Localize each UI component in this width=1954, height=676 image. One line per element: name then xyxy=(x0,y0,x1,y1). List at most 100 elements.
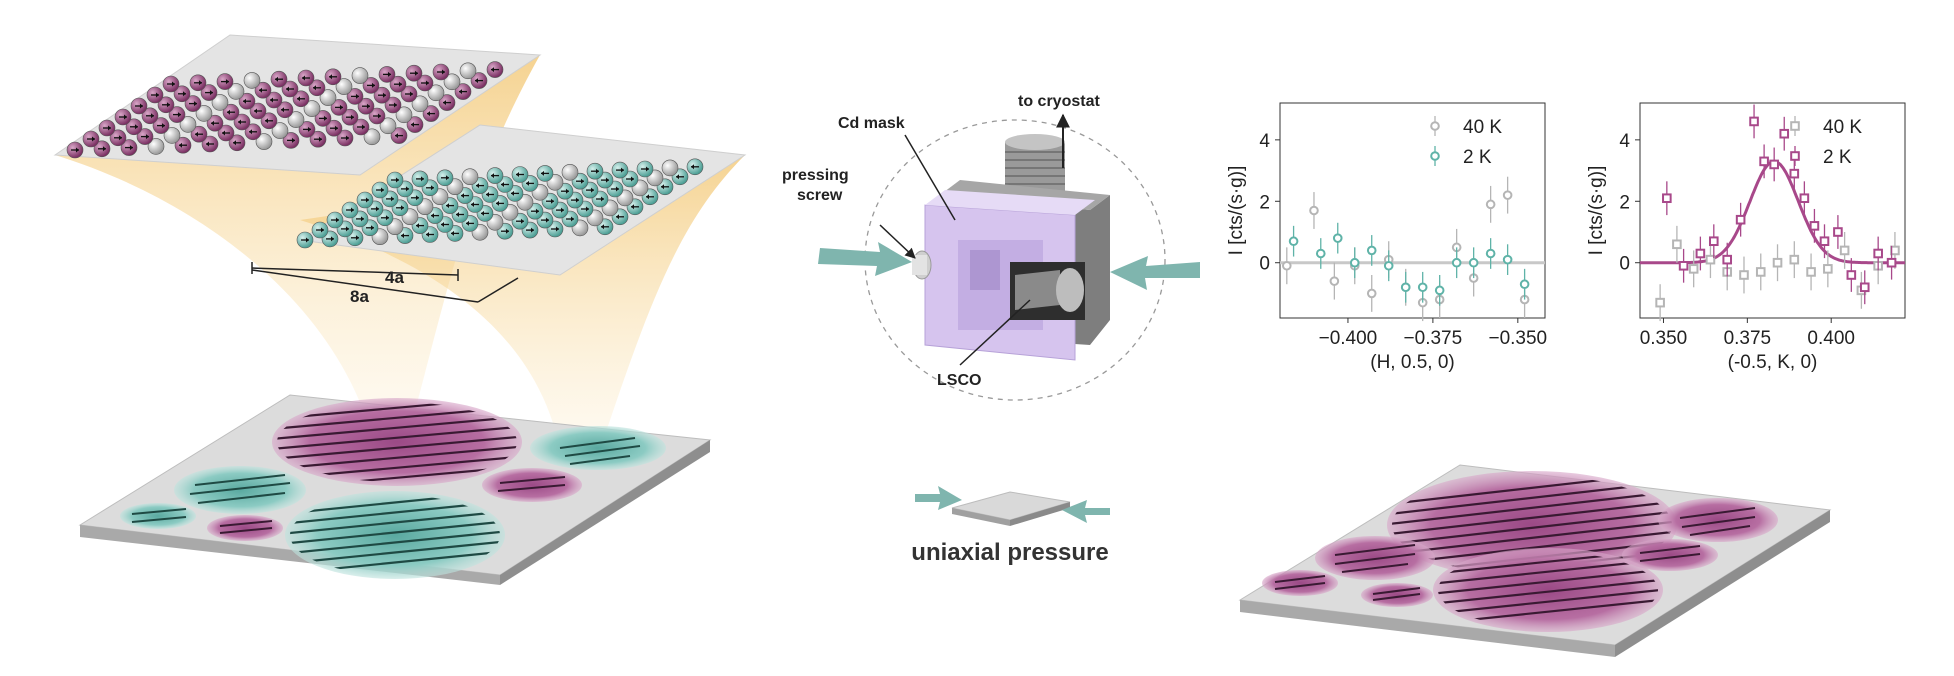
data-point xyxy=(1468,257,1479,268)
data-point xyxy=(1332,233,1343,243)
lattice-hole xyxy=(411,95,429,113)
spin-arrowhead xyxy=(179,142,182,148)
spin-arrowhead xyxy=(130,145,133,151)
legend-marker xyxy=(1430,121,1440,131)
x-axis-label: (H, 0.5, 0) xyxy=(1370,352,1454,373)
data-point xyxy=(1859,282,1870,293)
legend-marker xyxy=(1430,151,1440,161)
spin-arrowhead xyxy=(581,178,584,184)
y-tick-label: 4 xyxy=(1619,131,1630,152)
spin-arrowhead xyxy=(416,223,419,229)
pressure-arrow-left xyxy=(818,242,912,276)
spin-arrowhead xyxy=(661,184,664,190)
data-point xyxy=(1873,248,1883,259)
spin-arrowhead xyxy=(367,103,370,109)
lattice-hole xyxy=(195,105,213,122)
lattice-hole xyxy=(461,168,479,185)
spin-arrowhead xyxy=(496,200,499,206)
data-point xyxy=(1809,221,1820,231)
dimension-8a xyxy=(251,269,519,303)
y-tick-label: 4 xyxy=(1259,131,1270,152)
domain-r-tiny xyxy=(1361,583,1433,607)
spin-arrowhead xyxy=(491,67,494,73)
spin-arrowhead xyxy=(446,175,449,181)
data-point xyxy=(1749,116,1759,127)
spin-arrowhead xyxy=(394,102,397,108)
data-point xyxy=(1502,254,1513,265)
spin-arrowhead xyxy=(249,129,252,135)
label-4a: 4a xyxy=(385,268,404,287)
spin-arrowhead xyxy=(275,76,278,82)
domain-r-large xyxy=(1387,471,1677,579)
spin-arrowhead xyxy=(292,137,295,143)
spin-arrowhead xyxy=(206,141,209,147)
spin-arrowhead xyxy=(476,183,479,189)
spin-arrowhead xyxy=(501,182,504,187)
legend-label: 40 K xyxy=(1823,117,1862,138)
spin-arrowhead xyxy=(401,233,404,239)
spin-arrowhead xyxy=(446,203,449,209)
spin-arrowhead xyxy=(556,226,559,232)
domain-r-small-left xyxy=(1262,570,1338,596)
spin-arrowhead xyxy=(361,216,364,222)
leader-cd-mask xyxy=(904,134,956,221)
x-axis-label: (-0.5, K, 0) xyxy=(1728,352,1818,373)
data-point xyxy=(1833,227,1843,237)
sample-plate-right xyxy=(1238,464,1832,657)
spin-arrowhead xyxy=(441,222,444,227)
spin-arrowhead xyxy=(646,166,649,172)
spin-arrowhead xyxy=(475,78,478,84)
spin-arrowhead xyxy=(243,98,246,104)
x-tick-label: −0.375 xyxy=(1404,328,1463,349)
lattice-hole xyxy=(661,159,679,177)
apparatus: to cryostat Cd mask pressing screw LSCO xyxy=(782,93,1200,401)
data-point xyxy=(1655,297,1665,308)
spin-arrowhead xyxy=(601,224,604,230)
data-point xyxy=(1502,190,1513,200)
spin-arrowhead xyxy=(536,208,539,214)
data-point xyxy=(1789,254,1800,265)
data-point xyxy=(1722,254,1733,265)
legend-label: 2 K xyxy=(1463,147,1492,168)
legend-marker xyxy=(1790,151,1800,161)
spin-arrowhead xyxy=(395,133,398,139)
lattice-hole xyxy=(211,94,229,111)
spin-arrowhead xyxy=(396,177,399,183)
y-tick-label: 2 xyxy=(1259,192,1270,213)
spin-arrowhead xyxy=(183,91,186,97)
spin-arrowhead xyxy=(210,90,213,96)
spin-arrowhead xyxy=(172,81,175,87)
data-point xyxy=(1839,245,1850,256)
lattice-hole xyxy=(163,127,181,144)
spin-arrowhead xyxy=(391,196,394,202)
spin-arrowhead xyxy=(362,124,365,130)
data-point xyxy=(1383,260,1394,271)
spin-arrowhead xyxy=(135,124,138,130)
data-point xyxy=(1329,276,1340,286)
spin-arrowhead xyxy=(691,164,694,170)
data-point xyxy=(1708,236,1719,247)
spin-arrowhead xyxy=(124,114,127,120)
label-screw: screw xyxy=(797,187,843,204)
data-point xyxy=(1451,257,1462,268)
spin-arrowhead xyxy=(406,186,409,192)
domain-teal-small xyxy=(120,503,196,529)
lattice-hole xyxy=(319,89,337,106)
lattice-hole xyxy=(363,128,381,146)
spin-arrowhead xyxy=(306,237,309,243)
spin-arrowhead xyxy=(486,192,489,197)
spin-arrowhead xyxy=(92,136,95,142)
spin-arrowhead xyxy=(302,75,305,81)
spin-arrowhead xyxy=(265,118,268,124)
sample-plate-left xyxy=(78,394,712,585)
data-point xyxy=(1366,245,1377,256)
data-point xyxy=(1759,156,1769,167)
spin-arrowhead xyxy=(646,194,649,200)
data-point xyxy=(1819,236,1830,247)
lattice-hole xyxy=(351,67,369,84)
data-point xyxy=(1705,254,1716,265)
y-tick-label: 0 xyxy=(1619,254,1630,275)
spin-arrowhead xyxy=(427,111,430,117)
spin-arrowhead xyxy=(313,85,316,91)
